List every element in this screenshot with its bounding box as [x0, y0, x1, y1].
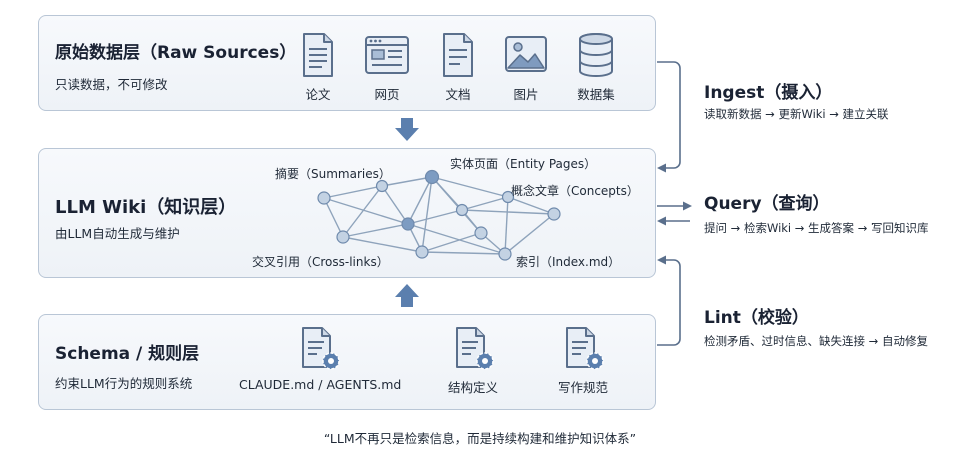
paper-document-icon: [303, 33, 333, 77]
label-summaries: 摘要（Summaries）: [275, 166, 391, 181]
raw-layer-subtitle: 只读数据，不可修改: [55, 77, 168, 92]
lint-connector: [657, 255, 681, 346]
rule-item-claude-agents: CLAUDE.md / AGENTS.md: [239, 325, 402, 392]
config-document-icon: [456, 327, 494, 370]
ingest-description: 读取新数据 → 更新Wiki → 建立关联: [704, 107, 889, 121]
knowledge-graph-edges: [323, 176, 555, 255]
webpage-icon: [365, 36, 409, 74]
graph-node: [401, 217, 415, 231]
graph-node-entity: [424, 169, 440, 185]
source-label-document: 文档: [445, 87, 471, 102]
rule-item-structure: 结构定义: [433, 325, 513, 396]
image-icon: [505, 36, 547, 72]
graph-node: [455, 203, 469, 217]
ingest-connector: [657, 61, 681, 173]
ingest-title: Ingest（摄入）: [704, 83, 833, 103]
wiki-layer-title: LLM Wiki（知识层）: [55, 197, 237, 218]
graph-node: [375, 179, 389, 193]
graph-node: [474, 226, 488, 240]
document-icon: [443, 33, 473, 77]
graph-node: [547, 207, 561, 221]
lint-title: Lint（校验）: [704, 308, 809, 328]
source-label-webpage: 网页: [374, 87, 400, 102]
graph-node-index: [498, 247, 512, 261]
label-index: 索引（Index.md）: [516, 255, 620, 269]
query-title: Query（查询）: [704, 194, 830, 214]
lint-description: 检测矛盾、过时信息、缺失连接 → 自动修复: [704, 334, 928, 348]
schema-layer: Schema / 规则层 约束LLM行为的规则系统 CLAUDE.md / AG…: [38, 314, 656, 410]
config-document-icon: [302, 327, 340, 370]
source-item-paper: 论文: [288, 32, 348, 103]
config-document-icon: [566, 327, 604, 370]
source-label-paper: 论文: [305, 87, 331, 102]
rule-label-writing-style: 写作规范: [557, 380, 608, 395]
raw-sources-layer: 原始数据层（Raw Sources） 只读数据，不可修改 论文 网页: [38, 15, 656, 111]
schema-layer-title: Schema / 规则层: [55, 344, 200, 364]
rule-label-claude-agents: CLAUDE.md / AGENTS.md: [239, 377, 402, 392]
label-entity-pages: 实体页面（Entity Pages）: [450, 156, 596, 171]
raw-layer-title: 原始数据层（Raw Sources）: [55, 43, 297, 63]
graph-node: [415, 245, 429, 259]
source-item-dataset: 数据集: [566, 32, 626, 103]
source-item-document: 文档: [428, 32, 488, 103]
rule-item-writing-style: 写作规范: [543, 325, 623, 396]
database-icon: [579, 33, 613, 77]
label-cross-links: 交叉引用（Cross-links）: [252, 254, 389, 269]
knowledge-graph-nodes: [317, 169, 561, 261]
label-concepts: 概念文章（Concepts）: [511, 183, 639, 198]
graph-node: [501, 190, 515, 204]
wiki-layer-subtitle: 由LLM自动生成与维护: [55, 226, 180, 241]
graph-node: [336, 230, 350, 244]
query-description: 提问 → 检索Wiki → 生成答案 → 写回知识库: [704, 221, 929, 235]
source-item-webpage: 网页: [357, 32, 417, 103]
graph-node: [317, 191, 331, 205]
schema-layer-subtitle: 约束LLM行为的规则系统: [55, 376, 193, 391]
source-label-image: 图片: [513, 87, 539, 102]
footer-quote: “LLM不再只是检索信息，而是持续构建和维护知识体系”: [323, 431, 637, 446]
up-arrow-schema-to-wiki: [395, 284, 419, 307]
down-arrow-raw-to-wiki: [395, 118, 419, 141]
rule-label-structure: 结构定义: [447, 380, 498, 395]
source-label-dataset: 数据集: [577, 87, 615, 102]
source-item-image: 图片: [496, 32, 556, 103]
